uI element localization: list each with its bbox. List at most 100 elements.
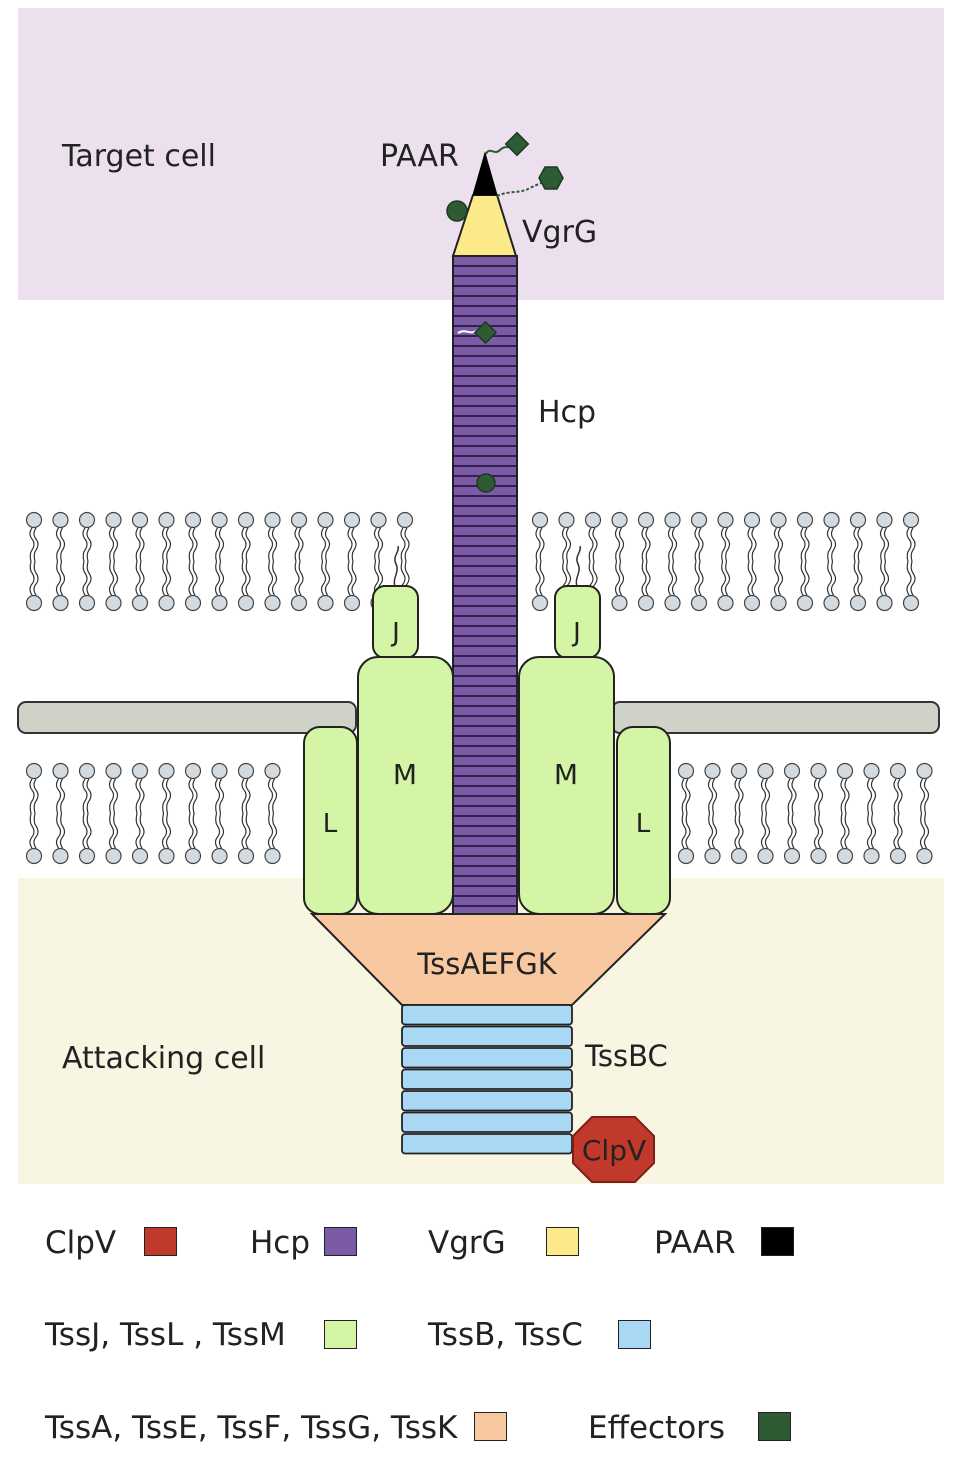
lipid-tail: [897, 778, 903, 814]
lipid-head: [78, 511, 96, 529]
lipid-head: [211, 762, 228, 780]
lipid-tail: [351, 561, 357, 596]
lipid-tail: [294, 561, 300, 596]
lipid-head: [531, 594, 549, 612]
lipid-tail: [347, 561, 353, 596]
lipid-tail: [165, 813, 172, 849]
lipid-tail: [830, 527, 837, 562]
lipid-tail: [33, 813, 39, 849]
lipid-tail: [883, 561, 890, 596]
lipid-head: [863, 762, 880, 780]
lipid-tail: [86, 561, 92, 596]
lipid-tail: [853, 527, 859, 562]
lipid-head: [264, 594, 281, 612]
lipid-tail: [218, 561, 225, 596]
lipid-tail: [535, 561, 541, 596]
lipid-head: [889, 762, 907, 780]
lipid-tail: [694, 561, 700, 596]
lipid-head: [664, 594, 681, 612]
legend-label: TssB, TssC: [428, 1317, 583, 1353]
lipid-tail: [747, 561, 753, 596]
sheath-ring: [401, 1133, 573, 1155]
lipid-tail: [897, 813, 903, 849]
lipid-head: [184, 847, 202, 865]
lipid-tail: [112, 527, 119, 562]
lipid-tail: [614, 561, 621, 596]
legend-swatch-baseplate: [474, 1412, 507, 1441]
lipid-head: [52, 511, 69, 529]
baseplate: [309, 913, 668, 1006]
lipid-tail: [241, 527, 247, 562]
tssl-left-label: L: [323, 809, 338, 839]
lipid-head: [184, 511, 202, 529]
lipid-tail: [82, 813, 88, 849]
lipid-head: [796, 511, 814, 529]
lipid-tail: [86, 778, 92, 814]
lipid-tail: [698, 527, 704, 562]
lipid-tail: [906, 561, 912, 596]
lipid-head: [105, 511, 122, 529]
lipid-tail: [298, 527, 304, 562]
lipid-tail: [86, 527, 92, 562]
lipid-tail: [29, 527, 35, 562]
sheath-ring: [401, 1025, 573, 1047]
tssj-left-anchor: [393, 545, 400, 587]
lipid-tail: [86, 813, 92, 849]
lipid-head: [211, 511, 228, 529]
lipid-head: [902, 511, 920, 529]
lipid-head: [584, 511, 602, 529]
lipid-tail: [667, 561, 674, 596]
lipid-tail: [734, 778, 740, 814]
legend-item-clpv: ClpV: [45, 1225, 116, 1261]
clpv-octagon: [572, 1116, 655, 1183]
lipid-tail: [645, 527, 651, 562]
lipid-tail: [324, 561, 331, 596]
effector-circle-top: [446, 200, 468, 222]
lipid-tail: [267, 561, 274, 596]
effector-diamond-tube: [473, 320, 498, 345]
lipid-head: [558, 511, 575, 529]
lipid-head: [211, 594, 228, 612]
lipid-tail: [241, 561, 247, 596]
lipid-head: [78, 594, 96, 612]
vgrg-label: VgrG: [522, 215, 597, 250]
lipid-tail: [698, 561, 704, 596]
lipid-tail: [192, 527, 198, 562]
lipid-tail: [351, 527, 357, 562]
sheath-ring: [401, 1004, 573, 1026]
lipid-tail: [645, 561, 651, 596]
lipid-tail: [82, 561, 88, 596]
lipid-tail: [29, 778, 35, 814]
lipid-head: [290, 594, 308, 612]
cell-wall-left: [17, 701, 357, 734]
lipid-tail: [919, 778, 926, 814]
lipid-tail: [400, 527, 406, 562]
lipid-tail: [188, 813, 194, 849]
lipid-tail: [720, 527, 727, 562]
lipid-tail: [373, 561, 380, 596]
lipid-tail: [870, 778, 877, 814]
lipid-head: [52, 594, 69, 612]
lipid-tail: [561, 527, 568, 562]
lipid-tail: [764, 778, 771, 814]
lipid-head: [836, 847, 854, 865]
lipid-tail: [188, 527, 194, 562]
lipid-tail: [535, 527, 541, 562]
lipid-head: [396, 511, 414, 529]
lipid-tail: [592, 527, 598, 562]
lipid-tail: [192, 813, 198, 849]
lipid-head: [704, 847, 721, 865]
lipid-head: [730, 847, 748, 865]
lipid-tail: [161, 527, 168, 562]
lipid-head: [158, 594, 175, 612]
lipid-tail: [82, 778, 88, 814]
lipid-tail: [245, 527, 251, 562]
lipid-tail: [618, 527, 625, 562]
lipid-head: [184, 762, 202, 780]
lipid-tail: [817, 778, 824, 814]
inner-membrane: [25, 762, 933, 865]
lipid-tail: [910, 561, 916, 596]
lipid-tail: [241, 778, 247, 814]
lipid-tail: [539, 527, 545, 562]
lipid-tail: [108, 778, 115, 814]
